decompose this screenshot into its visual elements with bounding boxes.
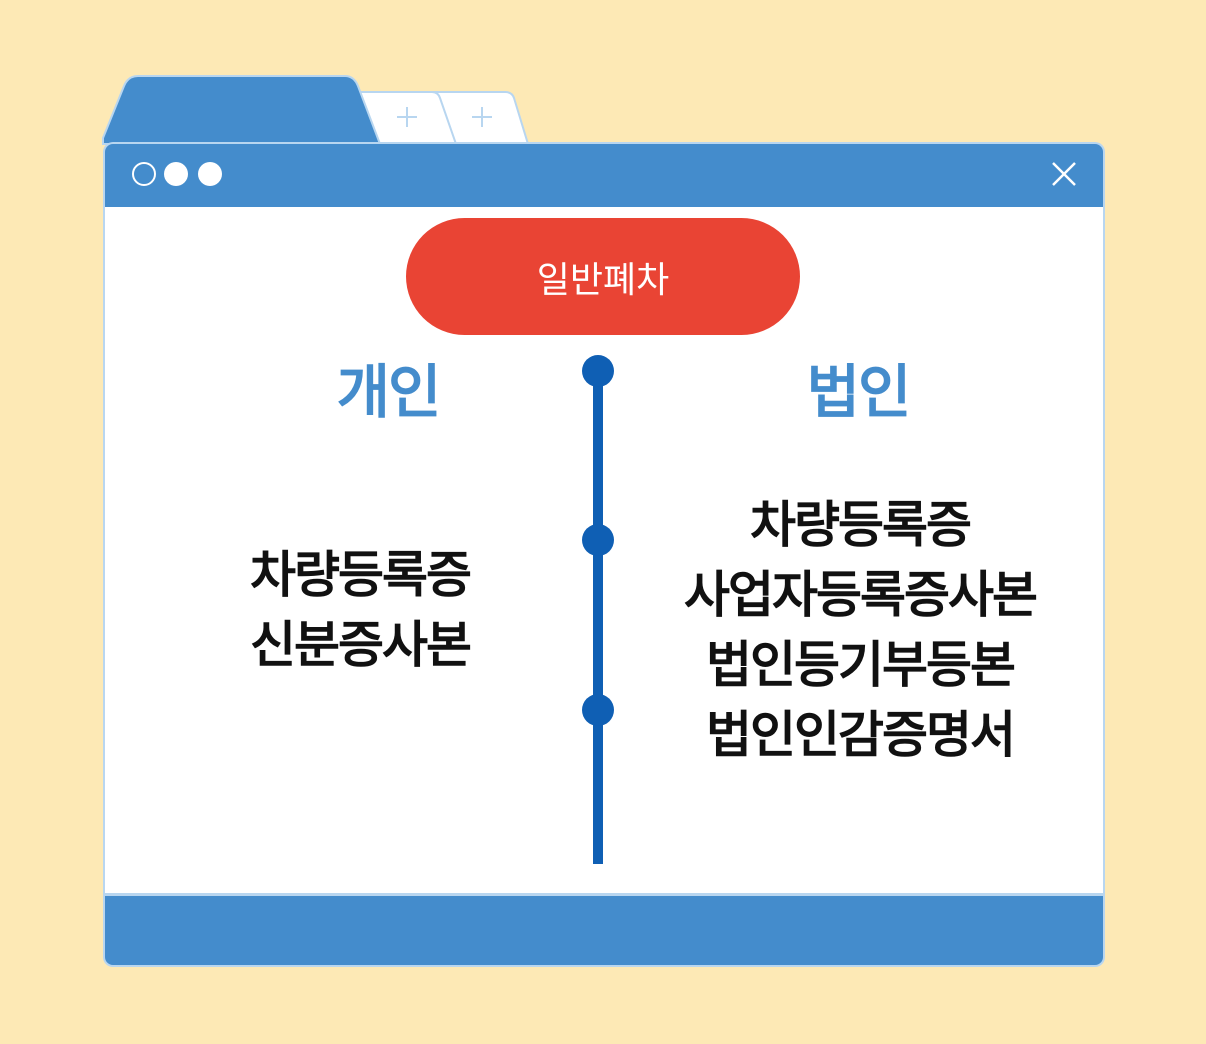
list-item: 사업자등록증사본 <box>684 566 1038 624</box>
timeline-dot <box>582 694 614 726</box>
heading-individual: 개인 <box>336 358 442 426</box>
individual-document-list: 차량등록증 신분증사본 <box>200 540 520 680</box>
heading-corporate: 법인 <box>806 358 912 426</box>
browser-tab-active[interactable] <box>102 75 382 145</box>
close-icon[interactable] <box>1050 160 1078 188</box>
circle-filled-icon[interactable] <box>198 162 222 186</box>
list-item: 법인인감증명서 <box>706 706 1016 764</box>
window-titlebar <box>103 142 1105 208</box>
category-pill-label: 일반폐차 <box>536 259 670 301</box>
list-item: 차량등록증 <box>250 546 472 604</box>
timeline-dot <box>582 355 614 387</box>
plus-icon[interactable] <box>397 107 417 127</box>
timeline-dot <box>582 524 614 556</box>
plus-icon[interactable] <box>472 107 492 127</box>
circle-filled-icon[interactable] <box>164 162 188 186</box>
circle-outline-icon[interactable] <box>132 162 156 186</box>
list-item: 신분증사본 <box>250 616 472 674</box>
list-item: 차량등록증 <box>750 496 972 554</box>
timeline-line <box>593 372 603 864</box>
window-footer-bar <box>103 893 1105 967</box>
category-pill: 일반폐차 <box>406 218 800 335</box>
corporate-document-list: 차량등록증 사업자등록증사본 법인등기부등본 법인인감증명서 <box>650 490 1070 770</box>
list-item: 법인등기부등본 <box>706 636 1016 694</box>
